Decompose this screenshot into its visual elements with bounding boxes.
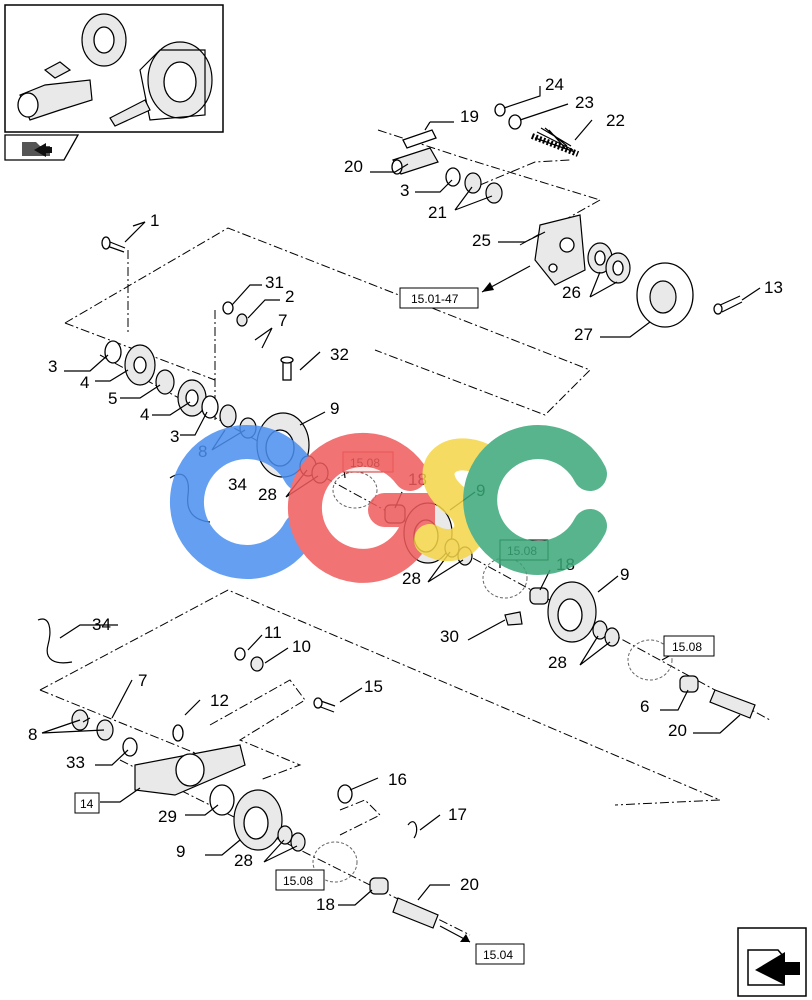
callout-9: 9 [176,842,185,861]
callout-10: 10 [292,637,311,656]
callout-23: 23 [575,93,594,112]
bracket-14 [134,744,246,796]
gear-9-c [547,581,597,643]
callout-32: 32 [330,345,349,364]
callout-8: 8 [28,725,37,744]
svg-text:14: 14 [80,797,94,811]
callout-26: 26 [562,283,581,302]
callout-3: 3 [400,181,409,200]
callout-13: 13 [764,278,783,297]
watermark-letter-s [414,438,504,562]
wire-34-b [37,618,73,664]
folder-arrow-icon[interactable] [4,134,80,161]
callout-28: 28 [234,851,253,870]
svg-text:15.04: 15.04 [483,948,513,962]
callout-17: 17 [448,805,467,824]
svg-text:15.01-47: 15.01-47 [411,292,459,306]
gear-9-d [233,789,283,851]
callout-34: 34 [92,615,111,634]
callout-9: 9 [330,399,339,418]
callout-30: 30 [440,627,459,646]
callout-3: 3 [170,427,179,446]
callout-1: 1 [150,211,159,230]
svg-text:15.08: 15.08 [672,640,702,654]
pin-19 [402,129,437,149]
callout-15: 15 [364,677,383,696]
plate-25 [534,214,586,286]
shaft-20-top [391,147,439,175]
callout-31: 31 [265,273,284,292]
callout-29: 29 [158,807,177,826]
callout-9: 9 [620,565,629,584]
bolt-32 [280,356,294,381]
callout-5: 5 [108,389,117,408]
callout-6: 6 [640,697,649,716]
watermark-letter-g [287,432,435,583]
spring-22 [530,127,580,157]
callout-22: 22 [606,111,625,130]
callout-3: 3 [48,357,57,376]
leader-lines [41,86,761,906]
ref-box-15-04[interactable]: 15.04 [475,943,525,965]
watermark-letter-c [463,425,607,575]
callout-11: 11 [264,623,282,642]
ref-box-15-01-47[interactable]: 15.01-47 [399,287,479,309]
callout-28: 28 [548,653,567,672]
bolt-1 [101,236,126,253]
callout-7: 7 [278,311,287,330]
callout-12: 12 [210,691,229,710]
callout-28: 28 [402,569,421,588]
watermark [169,425,607,583]
callout-25: 25 [472,231,491,250]
watermark-letter-c [169,425,317,579]
bolt-13 [713,295,743,315]
callout-20: 20 [460,875,479,894]
callout-24: 24 [545,75,564,94]
callout-19: 19 [460,107,479,126]
callout-16: 16 [388,770,407,789]
callout-34: 34 [228,475,247,494]
next-page-arrow-icon[interactable] [737,927,807,997]
callout-2: 2 [285,287,294,306]
callout-21: 21 [428,203,447,222]
callout-20: 20 [668,721,687,740]
callout-4: 4 [140,405,149,424]
flange-27 [636,262,694,328]
callout-33: 33 [66,753,85,772]
callout-28: 28 [258,485,277,504]
callout-4: 4 [80,373,89,392]
callout-7: 7 [138,671,147,690]
callout-20: 20 [344,157,363,176]
ref-box-14[interactable]: 14 [74,792,100,814]
ref-box-15-08[interactable]: 15.08 [663,635,715,657]
svg-text:15.08: 15.08 [283,874,313,888]
callout-18: 18 [316,895,335,914]
callout-27: 27 [574,325,593,344]
ref-box-15-08[interactable]: 15.08 [275,869,325,891]
assembly-thumbnail-icon[interactable] [4,4,224,133]
bolt-15 [313,697,336,713]
